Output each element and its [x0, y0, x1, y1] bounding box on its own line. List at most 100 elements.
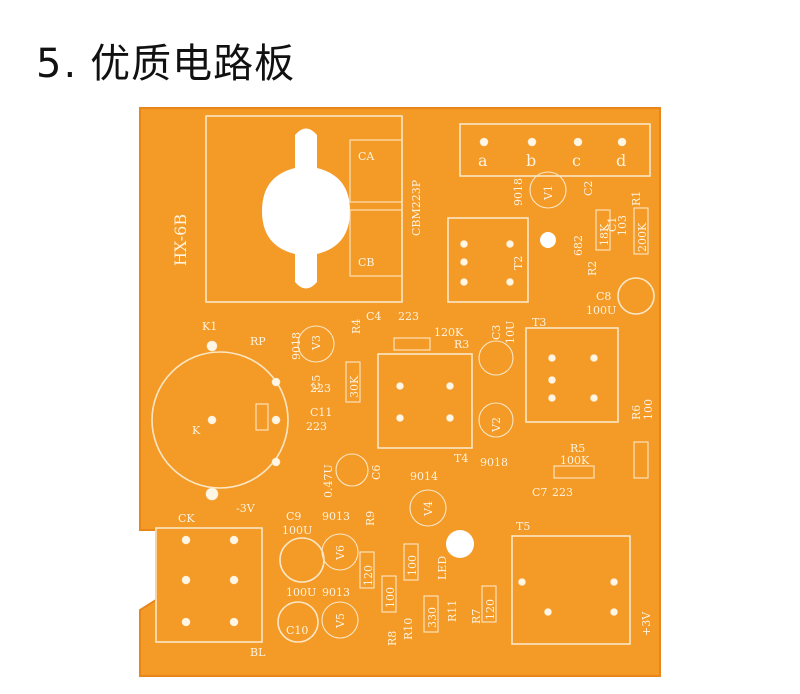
c682-label: 682 [572, 235, 585, 256]
terminal-block-outline [459, 123, 651, 177]
r2-outline [633, 207, 649, 255]
t5-outline [511, 535, 631, 645]
tuning-capacitor-outline [205, 115, 403, 303]
q9014-label: 9014 [410, 470, 438, 483]
c8-outline [617, 277, 655, 315]
v5-outline [321, 601, 359, 639]
v2-label: V2 [490, 417, 503, 433]
r8-outline [381, 575, 397, 613]
r9-outline [359, 551, 375, 589]
c10-value: 100U [286, 586, 316, 599]
v1-label: V1 [542, 185, 555, 201]
r330-value: 330 [426, 607, 439, 628]
t2-label: T2 [512, 256, 525, 270]
k-label: K [192, 424, 201, 437]
terminal-c-label: c [572, 151, 581, 170]
r3-label: R3 [454, 338, 469, 351]
v4-label: V4 [422, 501, 435, 517]
r4-label: R4 [350, 319, 363, 334]
r100-outline [403, 543, 419, 581]
c11-label: C11 [310, 406, 332, 419]
r5-outline [553, 465, 595, 479]
r8-value: 100 [384, 587, 397, 608]
r4-outline [345, 361, 361, 403]
r10-label: R10 [402, 618, 415, 640]
c5-label: C5 [310, 375, 323, 390]
ck-label: CK [178, 512, 195, 525]
terminal-d-label: d [616, 151, 626, 170]
c9-label: C9 [286, 510, 301, 523]
r2-value: 200K [636, 222, 649, 252]
section-number: 5 [36, 41, 62, 87]
led-label: LED [436, 556, 449, 580]
terminal-pad-c [573, 137, 583, 147]
c8-value: 100U [586, 304, 616, 317]
board-model-label: HX-6B [171, 214, 190, 266]
c6-value: 0.47U [322, 464, 335, 498]
v6-outline [321, 533, 359, 571]
r2-label: R2 [586, 261, 599, 276]
r1-label: R1 [630, 191, 643, 206]
c4-label: C4 [366, 310, 381, 323]
v1-outline [529, 171, 567, 209]
q9018-v2-label: 9018 [480, 456, 508, 469]
v3-outline [297, 325, 335, 363]
c3-label: C3 [490, 325, 503, 340]
r3-value: 120K [434, 326, 464, 339]
r9-label: R9 [364, 511, 377, 526]
r1-value: 18K [598, 223, 611, 246]
terminal-pad-d [617, 137, 627, 147]
r7-label: R7 [470, 609, 483, 624]
mounting-hole-small [540, 232, 556, 248]
v2-outline [478, 402, 514, 438]
pcb-substrate [139, 107, 661, 677]
t3-outline [525, 327, 619, 423]
c10-outline [277, 601, 319, 643]
c3-value: 10U [504, 321, 517, 344]
q9018-v3-label: 9018 [290, 332, 303, 360]
v5-label: V5 [334, 613, 347, 629]
bl-label: BL [250, 646, 266, 659]
c8-label: C8 [596, 290, 611, 303]
section-separator: . [63, 41, 77, 87]
q9013-v6-label: 9013 [322, 510, 350, 523]
c1-value: 103 [616, 215, 629, 236]
r7-outline [481, 585, 497, 623]
section-heading: 5 . 优质电路板 [36, 28, 295, 84]
v3-label: V3 [310, 335, 323, 351]
r9-value: 120 [362, 565, 375, 586]
terminal-b-label: b [526, 151, 536, 170]
r6-outline [633, 441, 649, 479]
r6-value: 100 [642, 399, 655, 420]
r100b-value: 100 [406, 555, 419, 576]
cb-label: CB [358, 256, 375, 269]
t3-label: T3 [532, 316, 546, 329]
c10-label: C10 [286, 624, 308, 637]
ca-section-box [349, 139, 403, 203]
mounting-hole-medium [446, 530, 474, 558]
mounting-hole-keyhole [262, 128, 350, 289]
ck-jack-outline [155, 527, 263, 643]
r10-outline [423, 595, 439, 633]
c9-value: 100U [282, 524, 312, 537]
potentiometer-rp-outline [151, 351, 289, 489]
c1-label: C1 [606, 217, 619, 232]
section-title: 优质电路板 [90, 41, 296, 87]
terminal-a-label: a [478, 151, 488, 170]
c3-outline [478, 340, 514, 376]
q9018-top-label: 9018 [512, 178, 525, 206]
r6-label: R6 [630, 405, 643, 420]
r11-label: R11 [446, 600, 459, 622]
k1-label: K1 [202, 320, 217, 333]
terminal-pad-b [527, 137, 537, 147]
c2-label: C2 [582, 181, 595, 196]
v4-outline [409, 489, 447, 527]
rp-wiper [255, 403, 269, 431]
t4-outline [377, 353, 473, 449]
t2-outline [447, 217, 529, 303]
ca-label: CA [358, 150, 375, 163]
terminal-pad-a [479, 137, 489, 147]
c6-outline [335, 453, 369, 487]
